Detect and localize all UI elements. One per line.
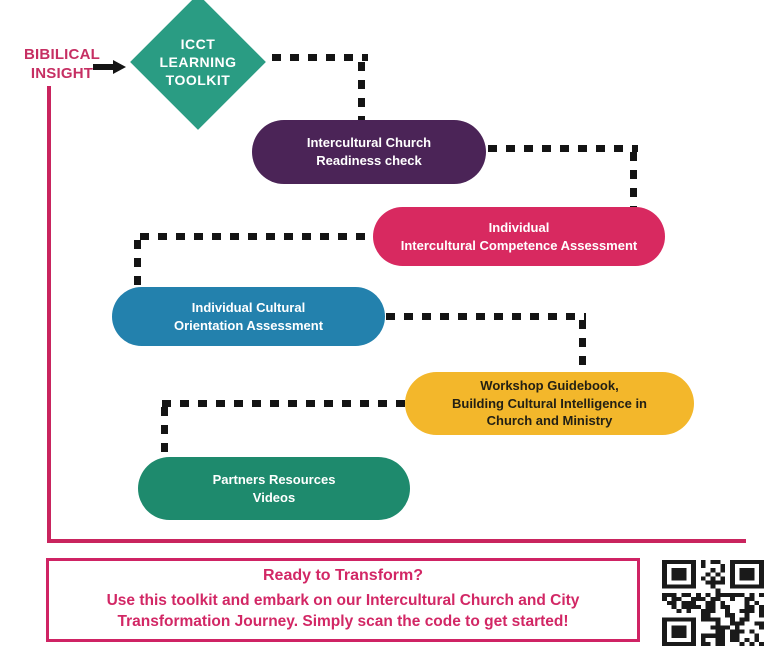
node-line: Readiness check (316, 153, 422, 168)
node-line: Individual Cultural (191, 299, 306, 315)
node-individual-intercultural-competence-assessment: Individual Intercultural Competence Asse… (373, 207, 665, 266)
arrow-shaft (93, 64, 115, 70)
footer-cta-box: Ready to Transform? Use this toolkit and… (46, 558, 640, 642)
node-intercultural-church-readiness-check: Intercultural Church Readiness check (252, 120, 486, 184)
node-icct-learning-toolkit: ICCT LEARNING TOOLKIT (130, 0, 266, 130)
diamond-line3: TOOLKIT (165, 72, 231, 89)
node-line: Building Cultural Intelligence in (451, 395, 647, 411)
qr-code-icon (662, 560, 764, 646)
biblical-insight-line2: INSIGHT (30, 64, 94, 82)
connector-blue-to-yellow-h (386, 313, 586, 320)
footer-body: Use this toolkit and embark on our Inter… (106, 592, 580, 630)
connector-blue-to-yellow-v (579, 320, 586, 373)
diamond-line1: ICCT (180, 35, 216, 52)
node-line: Partners Resources (212, 471, 336, 487)
node-partners-resources-videos: Partners Resources Videos (138, 457, 410, 520)
node-line: Church and Ministry (486, 413, 613, 429)
node-line: Individual (488, 219, 550, 235)
diamond-line2: LEARNING (159, 53, 237, 70)
connector-yellow-to-green-v (161, 407, 168, 458)
diamond-label: ICCT LEARNING TOOLKIT (130, 0, 266, 130)
connector-pink-to-blue-v (134, 240, 141, 288)
arrow-right-icon (93, 60, 129, 74)
node-workshop-guidebook: Workshop Guidebook, Building Cultural In… (405, 372, 694, 435)
pink-vertical-line (47, 86, 51, 541)
node-individual-cultural-orientation-assessment: Individual Cultural Orientation Assessme… (112, 287, 385, 346)
qr-code (662, 560, 764, 646)
connector-yellow-to-green-h (162, 400, 408, 407)
node-line: Videos (252, 489, 296, 505)
pink-horizontal-line (47, 539, 746, 543)
connector-pink-to-blue-h (140, 233, 374, 240)
connector-diamond-to-purple-v (358, 62, 365, 120)
node-line: Orientation Assessment (173, 317, 324, 333)
connector-purple-to-pink-v (630, 152, 637, 208)
biblical-insight-line1: BIBILICAL (24, 46, 100, 63)
connector-purple-to-pink-h (488, 145, 638, 152)
node-line: Intercultural Church (306, 135, 432, 151)
node-line: Workshop Guidebook, (480, 378, 619, 394)
connector-diamond-to-purple-h (272, 54, 368, 61)
biblical-insight-label: BIBILICAL INSIGHT (14, 46, 110, 84)
node-line: Intercultural Competence Assessment (400, 237, 638, 253)
footer-title: Ready to Transform? (262, 567, 424, 585)
arrow-head (113, 60, 126, 74)
